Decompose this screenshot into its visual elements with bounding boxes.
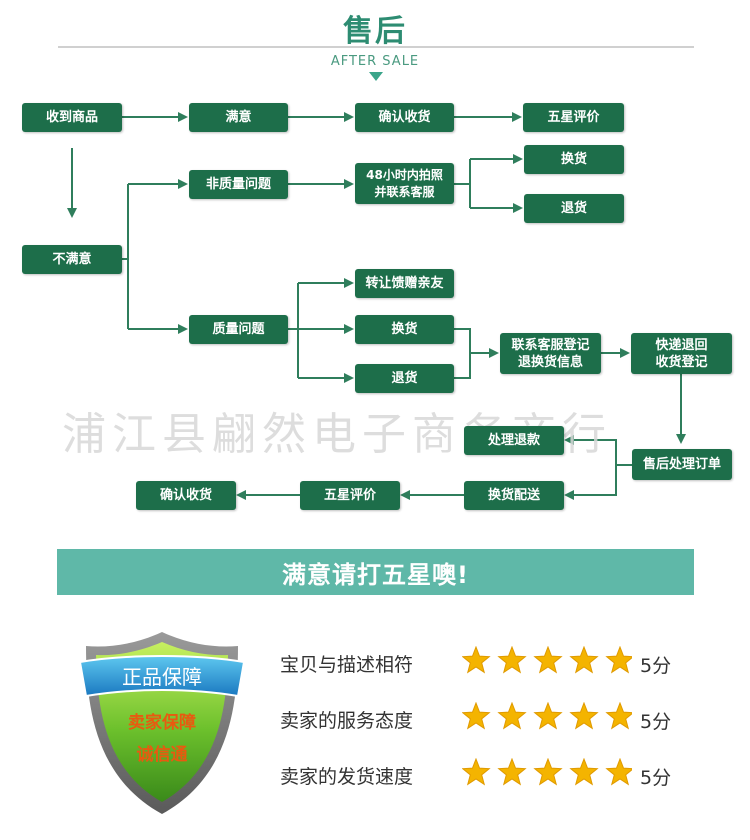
node-non-quality: 非质量问题 [189, 170, 288, 199]
star-rating [462, 758, 632, 786]
node-exchange-1: 换货 [524, 145, 624, 174]
star-icon [569, 702, 599, 730]
shield-middle-text: 卖家保障 [128, 712, 196, 733]
node-register-info: 联系客服登记 退换货信息 [500, 333, 601, 374]
star-icon [533, 702, 563, 730]
branch-unsatisfied [122, 184, 129, 329]
star-icon [533, 646, 563, 674]
node-return-1: 退货 [524, 194, 624, 223]
title-pointer-icon [369, 72, 383, 81]
star-icon [497, 646, 527, 674]
branch-photo [454, 159, 471, 208]
node-five-star-top: 五星评价 [523, 103, 624, 132]
node-five-star-bottom: 五星评价 [300, 481, 400, 510]
shield-top-text: 正品保障 [122, 665, 202, 689]
star-icon [569, 646, 599, 674]
arrow-order-refund [564, 435, 632, 466]
branch-quality [288, 283, 299, 378]
star-icon [605, 758, 632, 786]
node-express-back: 快递退回 收货登记 [631, 333, 732, 374]
rating-score: 5分 [640, 767, 672, 789]
shield-bottom-text: 诚信通 [137, 744, 188, 765]
star-icon [605, 646, 632, 674]
node-unsatisfied: 不满意 [22, 245, 122, 274]
star-icon [497, 758, 527, 786]
rating-row: 卖家的发货速度 5分 [280, 758, 700, 789]
node-refund: 处理退款 [464, 426, 564, 455]
rating-label: 宝贝与描述相符 [280, 654, 414, 676]
node-exchange-ship: 换货配送 [464, 481, 564, 510]
star-icon [605, 702, 632, 730]
star-icon [533, 758, 563, 786]
page-subtitle: AFTER SALE [330, 54, 420, 69]
node-quality: 质量问题 [189, 315, 288, 344]
flow-arrows [67, 112, 686, 500]
rating-score: 5分 [640, 711, 672, 733]
rating-label: 卖家的服务态度 [280, 710, 414, 732]
rating-row: 宝贝与描述相符 5分 [280, 646, 700, 677]
star-icon [462, 758, 491, 786]
node-exchange-2: 换货 [355, 315, 454, 344]
rating-banner: 满意请打五星噢! [57, 549, 694, 595]
node-confirm-top: 确认收货 [355, 103, 454, 132]
star-rating [462, 646, 632, 674]
star-icon [462, 646, 491, 674]
guarantee-shield-icon: 正品保障 卖家保障 诚信通 [78, 632, 246, 814]
arrow-order-ship [564, 465, 617, 500]
page-title: 售后 [343, 14, 407, 49]
node-after-sale-order: 售后处理订单 [632, 449, 732, 480]
title-divider [58, 46, 694, 48]
star-icon [462, 702, 491, 730]
rating-row: 卖家的服务态度 5分 [280, 702, 700, 733]
star-icon [569, 758, 599, 786]
rating-label: 卖家的发货速度 [280, 766, 414, 788]
node-satisfied: 满意 [189, 103, 288, 132]
rating-banner-text: 满意请打五星噢! [282, 560, 469, 589]
node-receive: 收到商品 [22, 103, 122, 132]
node-confirm-bottom: 确认收货 [136, 481, 236, 510]
merge-exchange-return [454, 328, 471, 379]
node-return-2: 退货 [355, 364, 454, 393]
star-icon [497, 702, 527, 730]
star-rating [462, 702, 632, 730]
node-gift: 转让馈赠亲友 [355, 269, 454, 298]
rating-score: 5分 [640, 655, 672, 677]
node-photo-contact: 48小时内拍照 并联系客服 [355, 163, 454, 204]
